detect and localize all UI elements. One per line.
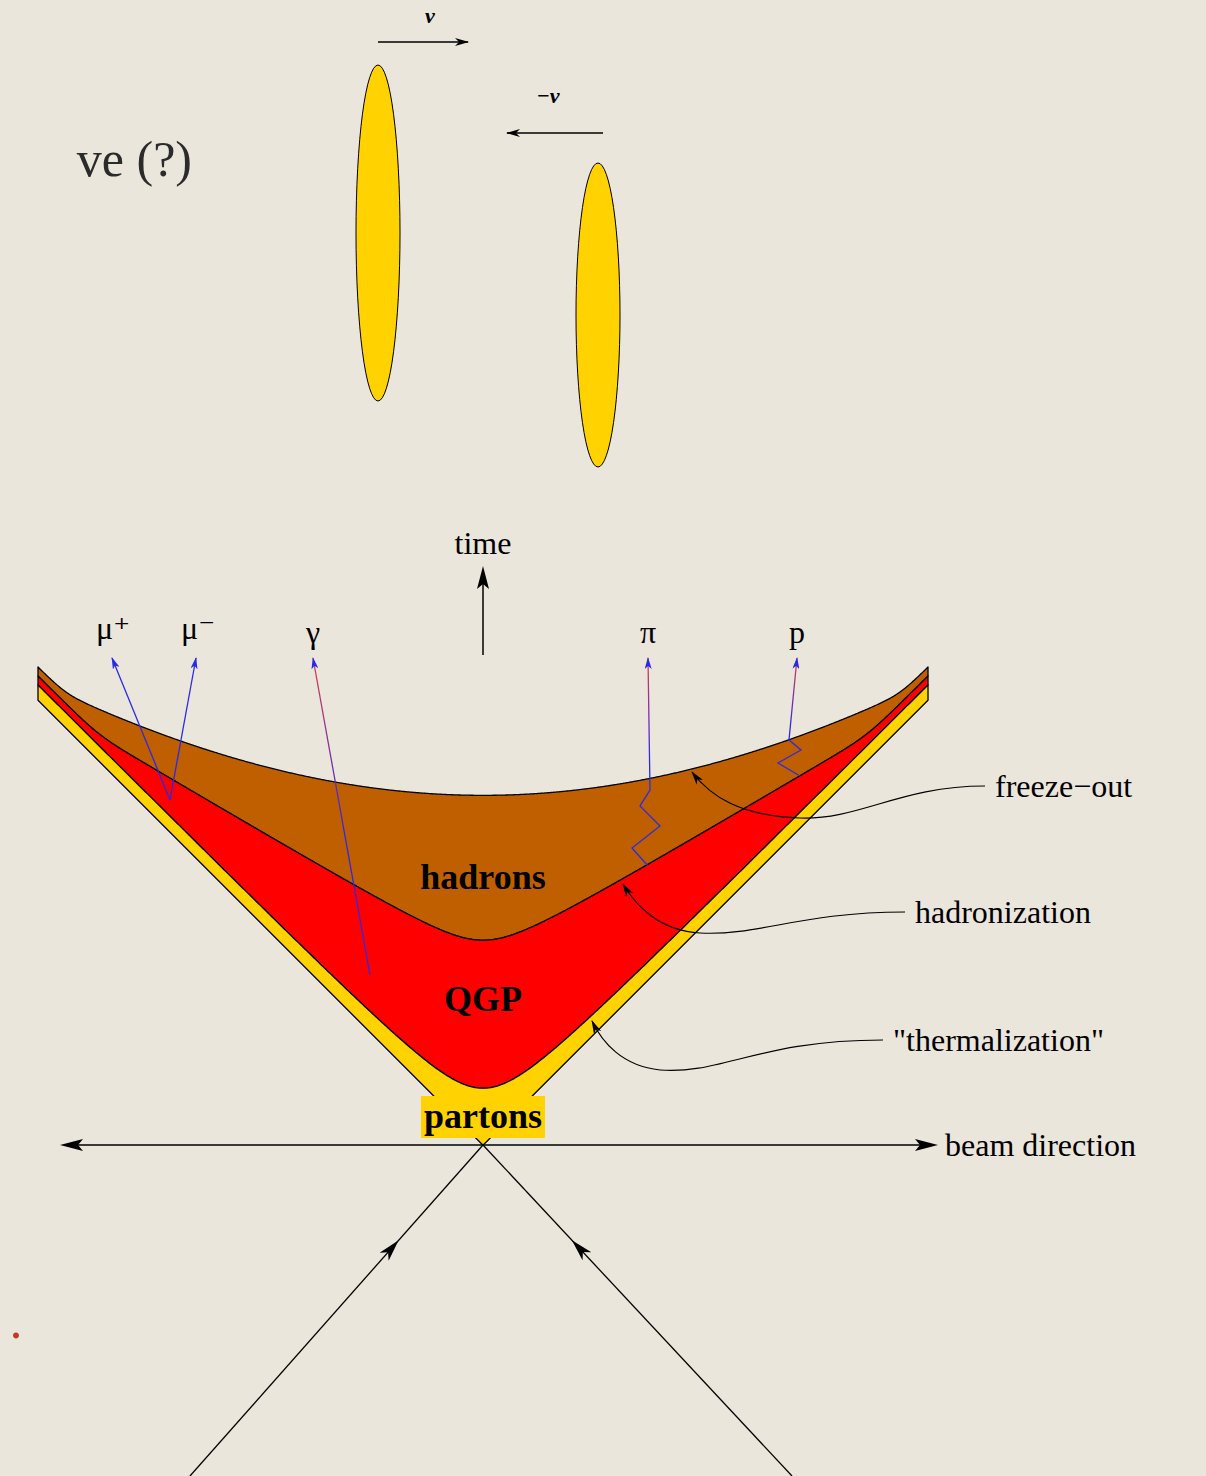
text-holder: −v (536, 83, 559, 108)
text-holder: ve (?) (77, 131, 192, 189)
velocity-arrow (507, 132, 603, 134)
particle-label: π (640, 614, 656, 651)
band-outline (38, 667, 928, 940)
axis-label: time (455, 525, 512, 562)
light-cone-arrow (381, 1241, 399, 1261)
leader-line (592, 1021, 883, 1070)
text-holder: time (455, 525, 512, 562)
particle-label: γ (306, 614, 320, 651)
particle-label: μ⁺ (96, 610, 130, 647)
beam-axis (76, 1144, 922, 1146)
hadron-band: hadrons (38, 667, 928, 940)
light-cone-line (483, 1145, 792, 1476)
text-holder: beam direction (945, 1127, 1136, 1164)
slide-text: . (10, 1293, 23, 1351)
parton-band: partons (38, 685, 928, 1145)
text-holder: "thermalization" (893, 1022, 1104, 1059)
slide-text: ve (?) (77, 131, 192, 189)
nucleus-ellipse (576, 163, 620, 467)
light-cone-line (190, 1145, 483, 1476)
axis-label: beam direction (945, 1127, 1136, 1164)
text-holder: π (640, 614, 656, 651)
text-holder: partons (421, 1096, 545, 1137)
text-holder: v (425, 3, 435, 28)
text-holder: hadronization (915, 894, 1091, 931)
velocity-label: −v (536, 83, 559, 108)
stage-boundary-label: hadronization (915, 894, 1091, 931)
text-holder: p (789, 614, 805, 651)
stage-boundary-label: freeze−out (995, 768, 1132, 805)
beam-arrow-head (60, 1139, 83, 1151)
stage-label: partons (421, 1096, 545, 1137)
band-outline (38, 685, 928, 1145)
text-holder: freeze−out (995, 768, 1132, 805)
text-holder: hadrons (420, 857, 545, 898)
time-arrow-head (477, 566, 489, 589)
light-cone-arrow (573, 1241, 592, 1261)
text-holder: QGP (444, 979, 522, 1020)
text-holder: . (10, 1293, 23, 1351)
nucleus-ellipse (356, 65, 400, 401)
particle-label: p (789, 614, 805, 651)
text-holder: μ⁺ (96, 610, 130, 647)
beam-arrow-head (915, 1139, 938, 1151)
stage-label: hadrons (420, 857, 545, 898)
band-shape (38, 685, 928, 1145)
stage-boundary-label: "thermalization" (893, 1022, 1104, 1059)
velocity-arrow (378, 41, 468, 43)
stage-label: QGP (444, 979, 522, 1020)
particle-label: μ⁻ (181, 610, 215, 647)
text-holder: γ (306, 614, 320, 651)
text-holder: μ⁻ (181, 610, 215, 647)
velocity-label: v (425, 3, 435, 28)
band-shape (38, 676, 928, 1088)
time-axis (482, 583, 484, 655)
